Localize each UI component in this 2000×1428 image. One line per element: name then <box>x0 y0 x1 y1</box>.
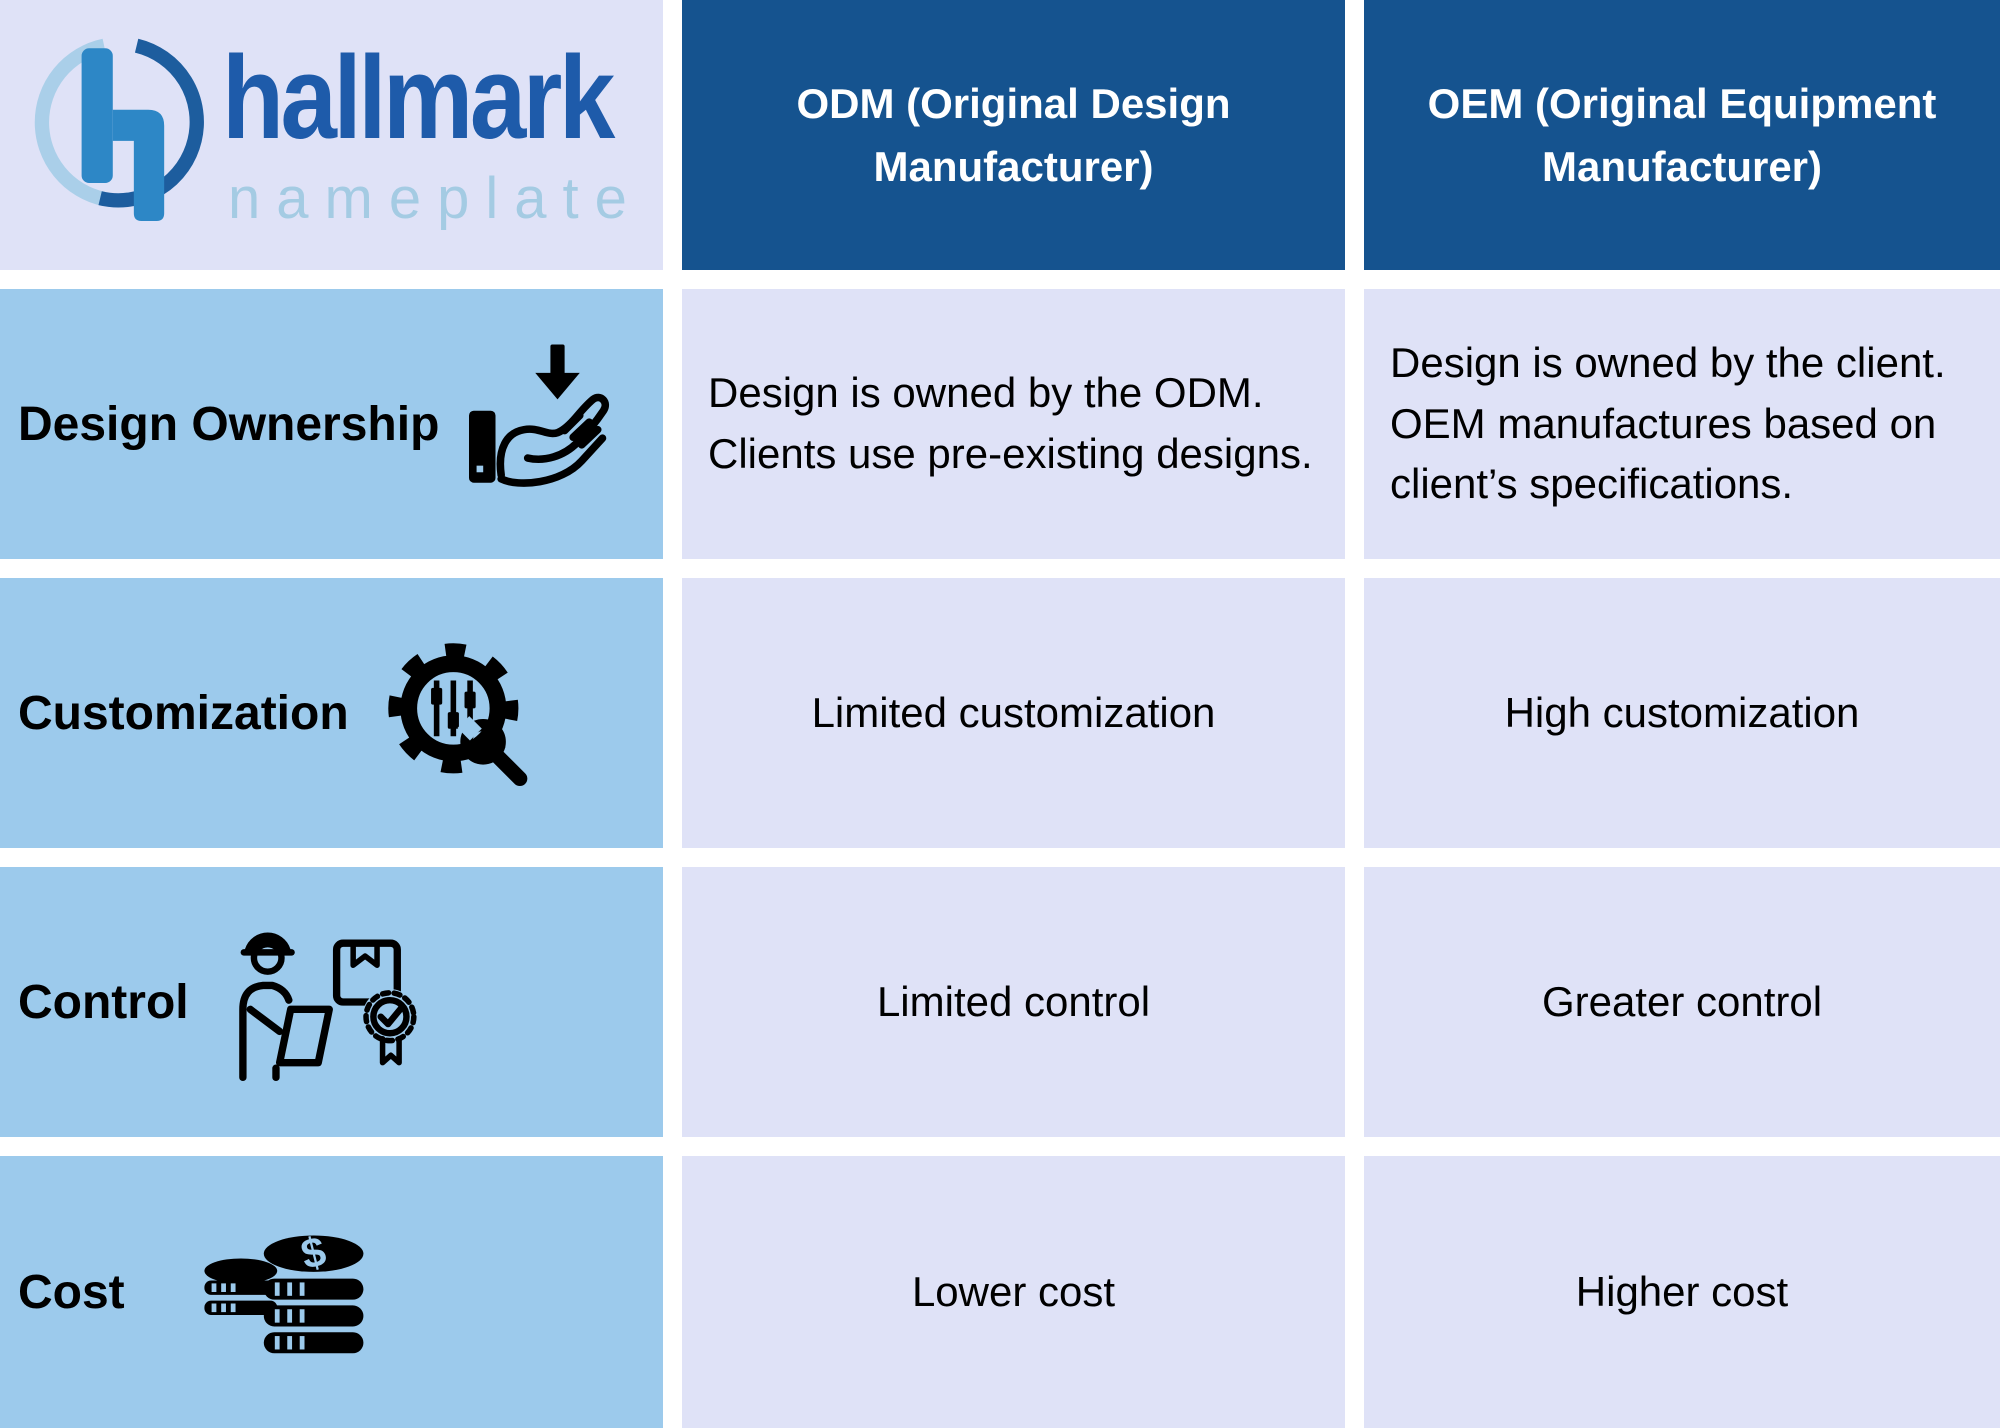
row-label-text: Cost <box>18 1265 125 1319</box>
cell-text: Limited customization <box>811 688 1216 736</box>
cell-text: High customization <box>1504 688 1860 736</box>
row-label-text: Control <box>18 975 189 1029</box>
cell-customization-oem: High customization <box>1364 578 2000 848</box>
cell-cost-oem: Higher cost <box>1364 1156 2000 1428</box>
cell-design-ownership-odm: Design is owned by the ODM. Clients use … <box>682 289 1345 559</box>
worker-quality-package-icon <box>219 919 423 1085</box>
column-header-oem: OEM (Original Equipment Manufacturer) <box>1364 0 2000 270</box>
hallmark-logo-icon <box>34 38 204 221</box>
cell-text: Limited control <box>876 977 1151 1025</box>
cell-design-ownership-oem: Design is owned by the client. OEM manuf… <box>1364 289 2000 559</box>
cell-cost-odm: Lower cost <box>682 1156 1345 1428</box>
cell-text: Lower cost <box>911 1267 1116 1315</box>
cell-customization-odm: Limited customization <box>682 578 1345 848</box>
logo-brand-text: hallmark <box>222 32 615 164</box>
row-label-design-ownership: Design Ownership <box>0 289 663 559</box>
column-header-oem-text: OEM (Original Equipment Manufacturer) <box>1427 80 1937 190</box>
cell-text: Design is owned by the ODM. Clients use … <box>708 369 1313 477</box>
row-label-text: Design Ownership <box>18 397 440 451</box>
coin-stacks-icon: $ <box>191 1224 373 1360</box>
hand-receive-icon <box>469 340 611 508</box>
row-label-cost: Cost <box>0 1156 663 1428</box>
cell-text: Design is owned by the client. OEM manuf… <box>1390 338 1946 508</box>
gear-sliders-wrench-icon <box>379 634 537 792</box>
cell-control-odm: Limited control <box>682 867 1345 1137</box>
cell-text: Higher cost <box>1575 1267 1789 1315</box>
column-header-odm-text: ODM (Original Design Manufacturer) <box>796 80 1231 190</box>
logo-wordmark: hallmark nameplate <box>222 32 675 231</box>
column-header-odm: ODM (Original Design Manufacturer) <box>682 0 1345 270</box>
logo-cell: hallmark nameplate <box>0 0 663 270</box>
row-label-customization: Customization <box>0 578 663 848</box>
row-label-text: Customization <box>18 686 349 740</box>
row-label-control: Control <box>0 867 663 1137</box>
cell-control-oem: Greater control <box>1364 867 2000 1137</box>
logo-sub-text: nameplate <box>228 165 643 231</box>
cell-text: Greater control <box>1541 977 1823 1025</box>
